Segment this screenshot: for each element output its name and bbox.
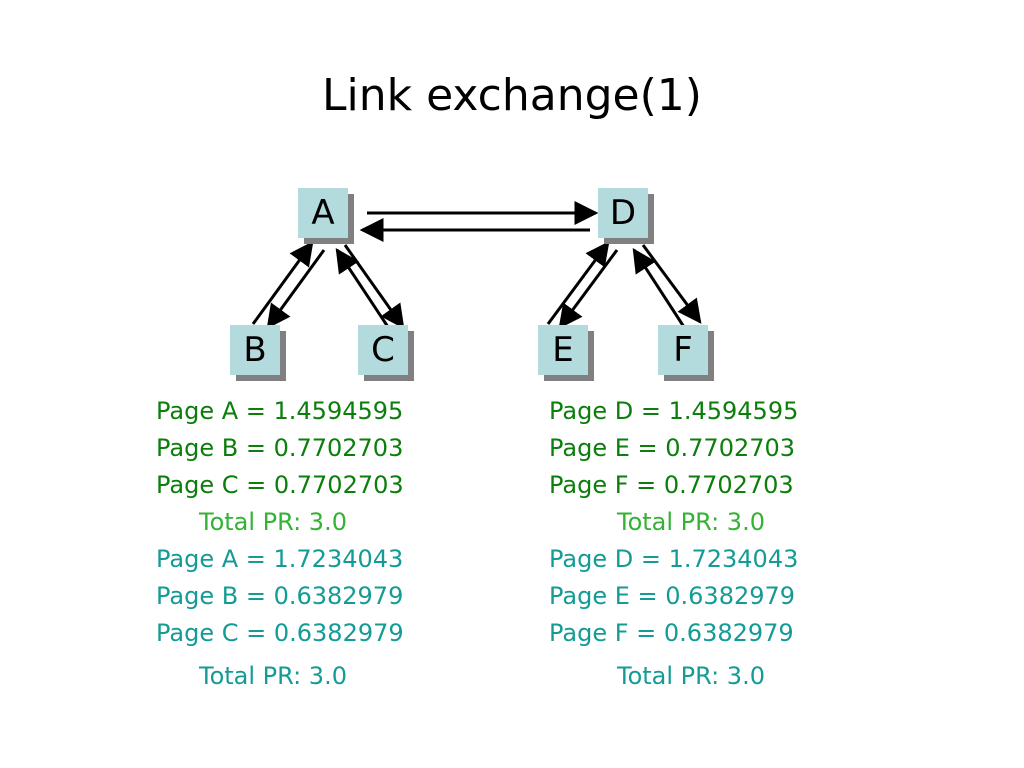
edge-b-to-a xyxy=(251,241,314,325)
edge-f-to-d xyxy=(632,247,686,328)
node-c-label: C xyxy=(358,325,408,375)
left-iter1-line: Page C = 0.7702703 xyxy=(156,471,404,499)
right-iter2-line: Page F = 0.6382979 xyxy=(549,619,794,647)
right-iter2-line: Page E = 0.6382979 xyxy=(549,582,796,610)
right-iter2-line: Page D = 1.7234043 xyxy=(549,545,799,573)
edge-e-to-d xyxy=(546,241,610,325)
node-e: E xyxy=(538,325,594,381)
right-total-2: Total PR: 3.0 xyxy=(617,662,765,690)
right-total-1: Total PR: 3.0 xyxy=(617,508,765,536)
edge-a-to-c xyxy=(343,244,405,329)
node-b-label: B xyxy=(230,325,280,375)
edge-c-to-a xyxy=(335,247,390,328)
node-f-label: F xyxy=(658,325,708,375)
left-iter1-line: Page B = 0.7702703 xyxy=(156,434,404,462)
right-iter1-line: Page D = 1.4594595 xyxy=(549,397,799,425)
right-iter1-line: Page E = 0.7702703 xyxy=(549,434,796,462)
left-iter2-line: Page B = 0.6382979 xyxy=(156,582,404,610)
right-iter1-line: Page F = 0.7702703 xyxy=(549,471,794,499)
node-d-label: D xyxy=(598,188,648,238)
node-d: D xyxy=(598,188,654,244)
edge-a-to-b xyxy=(266,249,326,329)
slide-title: Link exchange(1) xyxy=(322,70,702,121)
left-iter2-line: Page A = 1.7234043 xyxy=(156,545,404,573)
node-a: A xyxy=(298,188,354,244)
node-e-label: E xyxy=(538,325,588,375)
node-c: C xyxy=(358,325,414,381)
node-f: F xyxy=(658,325,714,381)
left-iter1-line: Page A = 1.4594595 xyxy=(156,397,404,425)
left-iter2-line: Page C = 0.6382979 xyxy=(156,619,404,647)
left-total-1: Total PR: 3.0 xyxy=(199,508,347,536)
left-total-2: Total PR: 3.0 xyxy=(199,662,347,690)
node-a-label: A xyxy=(298,188,348,238)
node-b: B xyxy=(230,325,286,381)
edge-d-to-e xyxy=(558,249,619,329)
edge-d-to-f xyxy=(641,244,702,324)
